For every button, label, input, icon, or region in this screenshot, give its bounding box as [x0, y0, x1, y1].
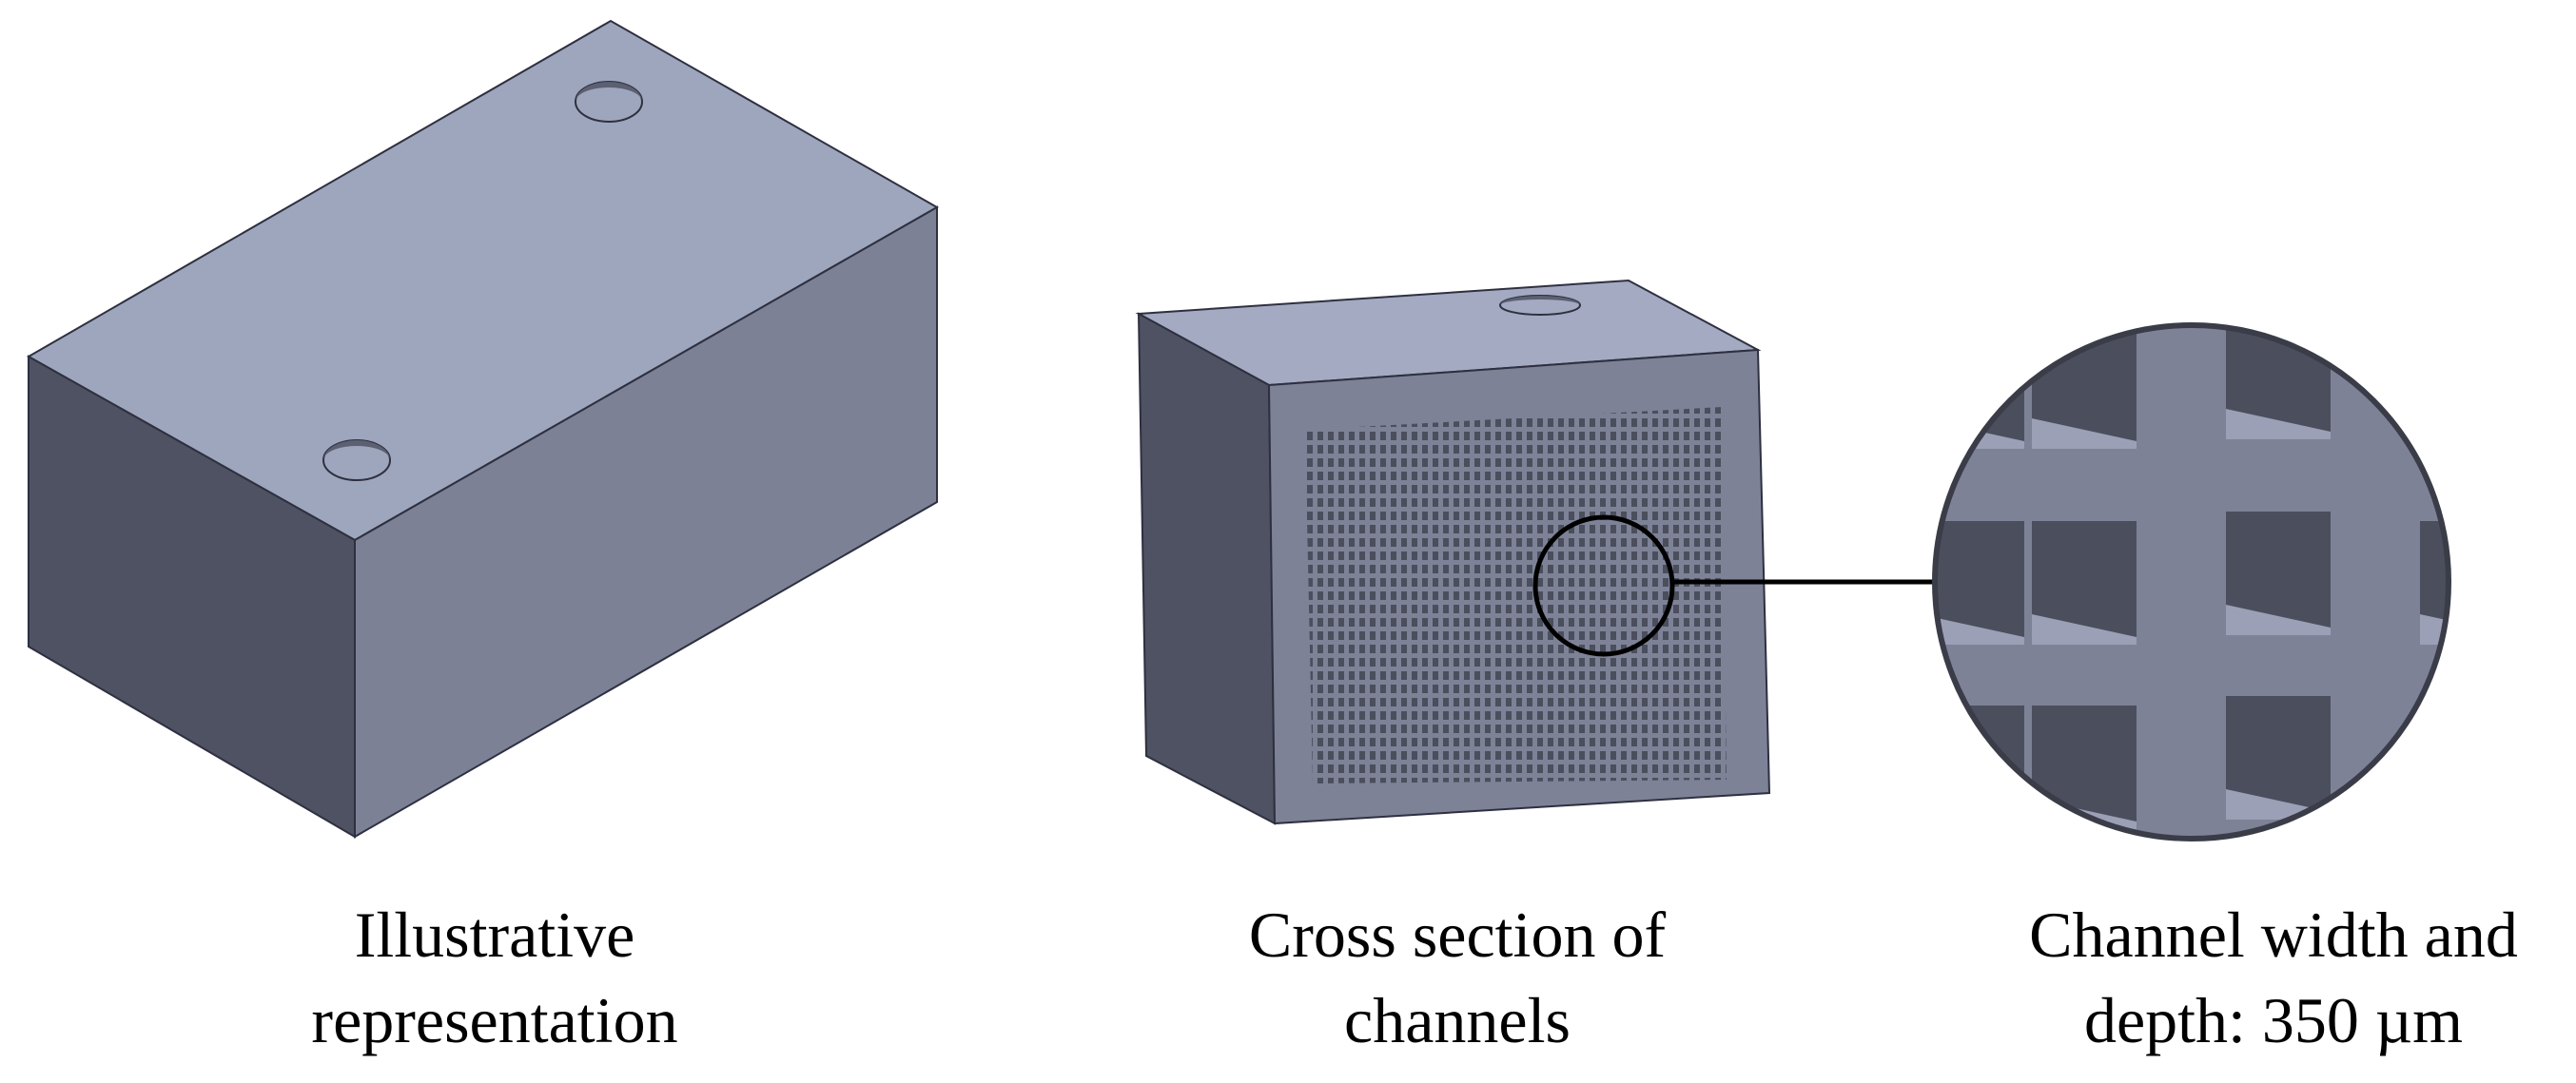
- channel-opening: [1935, 325, 2024, 449]
- caption-cross-section-line1: Cross section of: [1248, 899, 1667, 971]
- channel-opening: [2226, 325, 2331, 439]
- caption-channel-size-line2: depth: 350 µm: [2083, 984, 2464, 1056]
- port-hole-bottom: [322, 439, 391, 481]
- magnifier-circle: [1532, 514, 1675, 657]
- channel-opening: [1935, 706, 2024, 829]
- channel-opening: [2226, 512, 2331, 635]
- caption-cross-section: Cross section of channels: [1172, 892, 1743, 1063]
- caption-illustrative: Illustrative representation: [209, 892, 780, 1063]
- channel-detail-view: [1932, 322, 2451, 841]
- channel-opening: [2420, 325, 2449, 449]
- channel-opening: [2032, 521, 2137, 645]
- illustrative-block: [26, 19, 940, 839]
- caption-cross-section-line2: channels: [1344, 984, 1571, 1056]
- port-hole-section: [1499, 295, 1581, 316]
- channel-opening: [2420, 521, 2449, 645]
- block-right-face: [354, 205, 938, 839]
- channel-opening: [2420, 706, 2449, 829]
- caption-illustrative-line1: Illustrative: [354, 899, 635, 971]
- channel-opening: [1935, 521, 2024, 645]
- channel-opening: [2226, 696, 2331, 820]
- channel-opening: [2032, 325, 2137, 449]
- channel-opening: [2032, 706, 2137, 829]
- port-hole-top: [575, 81, 643, 123]
- caption-channel-size-line1: Channel width and: [2029, 899, 2518, 971]
- section-left-face: [1137, 312, 1277, 825]
- channel-array: [1305, 407, 1727, 783]
- caption-illustrative-line2: representation: [311, 984, 678, 1056]
- detail-circle-outline: [1932, 322, 2451, 841]
- cross-section-block: [1135, 279, 1994, 825]
- caption-channel-size: Channel width and depth: 350 µm: [1979, 892, 2568, 1063]
